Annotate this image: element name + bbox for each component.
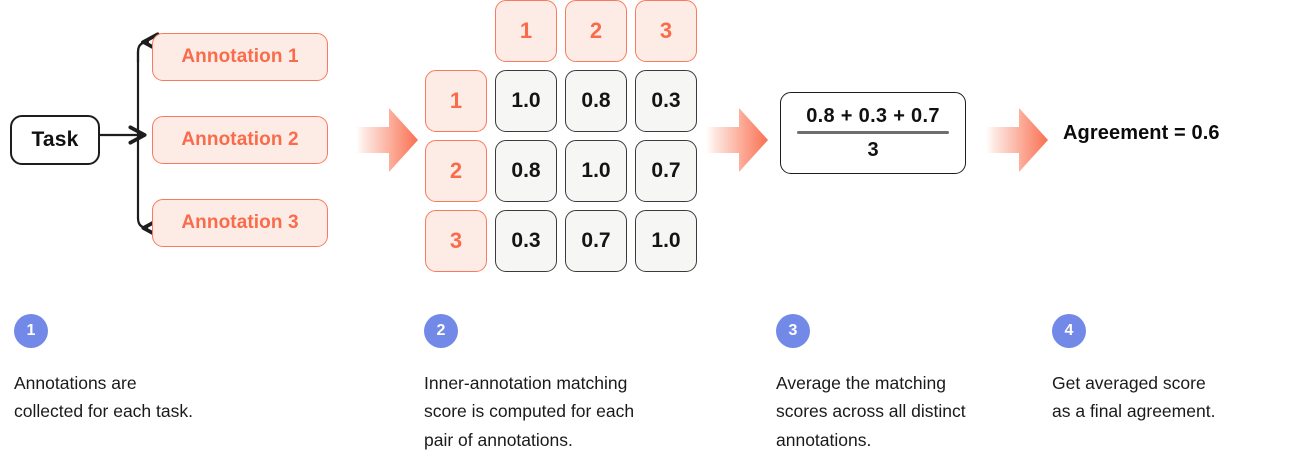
step-badge-4: 4 [1052, 314, 1086, 348]
matrix-cell-r2c2: 1.0 [565, 140, 627, 202]
step-text-1: Annotations are collected for each task. [14, 373, 193, 422]
flow-arrow-1-icon [356, 108, 418, 172]
matrix-cell-r2c1: 0.8 [495, 140, 557, 202]
step-badge-1: 1 [14, 314, 48, 348]
annotation-box-3: Annotation 3 [152, 199, 328, 247]
step-text-3: Average the matching scores across all d… [776, 373, 966, 450]
fraction-bar [797, 131, 949, 134]
annotation-box-2: Annotation 2 [152, 116, 328, 164]
step-badge-2: 2 [424, 314, 458, 348]
fraction-denominator: 3 [867, 138, 879, 161]
matrix-cell-r1c1: 1.0 [495, 70, 557, 132]
annotation-box-1: Annotation 1 [152, 33, 328, 81]
matrix-row-header-2: 2 [425, 140, 487, 202]
matrix-row-header-3: 3 [425, 210, 487, 272]
task-branch-connector [98, 32, 160, 238]
matrix-cell-r2c3: 0.7 [635, 140, 697, 202]
agreement-result: Agreement = 0.6 [1063, 122, 1220, 144]
step-3: 3 Average the matching scores across all… [776, 314, 1026, 454]
step-badge-3: 3 [776, 314, 810, 348]
flow-arrow-3-icon [986, 108, 1048, 172]
fraction: 0.8 + 0.3 + 0.7 3 [797, 105, 949, 161]
matrix-cell-r1c2: 0.8 [565, 70, 627, 132]
task-label: Task [31, 128, 79, 151]
task-node: Task [10, 115, 100, 165]
matrix-col-header-1: 1 [495, 0, 557, 62]
annotation-label-1: Annotation 1 [181, 46, 299, 67]
similarity-matrix: 1 2 3 1 2 3 1.0 0.8 0.3 0.8 1.0 0.7 0.3 … [424, 0, 704, 272]
formula-box: 0.8 + 0.3 + 0.7 3 [780, 92, 966, 174]
step-text-2: Inner-annotation matching score is compu… [424, 373, 635, 450]
annotation-label-2: Annotation 2 [181, 129, 299, 150]
flow-arrow-2-icon [706, 108, 768, 172]
matrix-row-header-1: 1 [425, 70, 487, 132]
matrix-cell-r1c3: 0.3 [635, 70, 697, 132]
matrix-cell-r3c1: 0.3 [495, 210, 557, 272]
step-text-4: Get averaged score as a final agreement. [1052, 373, 1216, 422]
matrix-col-header-3: 3 [635, 0, 697, 62]
step-2: 2 Inner-annotation matching score is com… [424, 314, 714, 454]
matrix-col-header-2: 2 [565, 0, 627, 62]
step-1: 1 Annotations are collected for each tas… [14, 314, 264, 426]
fraction-numerator: 0.8 + 0.3 + 0.7 [806, 105, 940, 128]
step-4: 4 Get averaged score as a final agreemen… [1052, 314, 1302, 426]
matrix-cell-r3c3: 1.0 [635, 210, 697, 272]
matrix-cell-r3c2: 0.7 [565, 210, 627, 272]
annotation-label-3: Annotation 3 [181, 212, 299, 233]
